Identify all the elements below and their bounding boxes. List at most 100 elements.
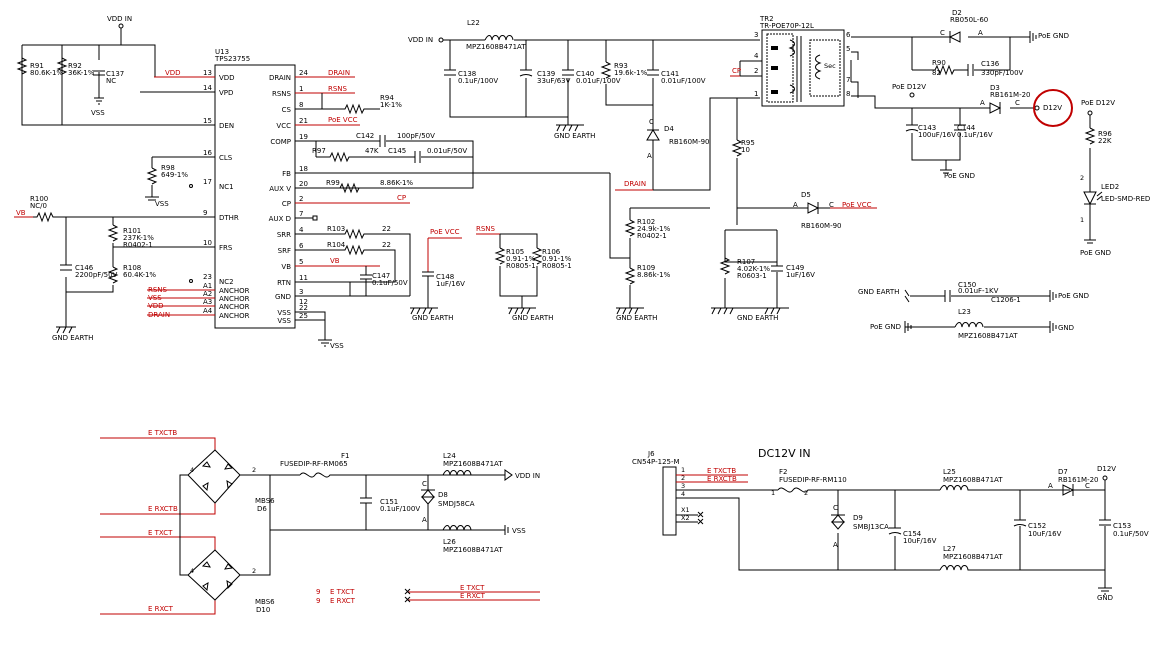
c150-capacitor[interactable]: C150 0.01uF-1KV C1206-1 — [958, 281, 1021, 304]
d9-tvs[interactable]: D9 SMBJ13CA C A — [830, 504, 889, 549]
c151-capacitor[interactable]: C151 0.1uF/100V — [380, 498, 420, 513]
led2-indicator[interactable]: LED2 LED-SMD-RED 2 1 — [1080, 174, 1150, 224]
c146-capacitor[interactable]: C146 2200pF/50V — [60, 264, 118, 279]
highlight-circle — [1033, 89, 1073, 127]
r91-resistor[interactable]: R91 80.6K-1% — [16, 57, 63, 77]
f2-fuse[interactable]: F2 FUSEDIP-RF-RM110 1 2 — [771, 468, 847, 497]
c144-val: 0.1uF/16V — [957, 131, 993, 139]
c139-capacitor[interactable]: C139 33uF/63V — [537, 70, 571, 85]
r109-resistor[interactable]: R109 8.86k-1% — [637, 264, 671, 279]
r107-resistor[interactable]: R107 4.02K-1% R0603-1 — [737, 258, 770, 280]
c147-val: 0.1uF/50V — [372, 279, 408, 287]
poe-gnd-l23: PoE GND — [870, 323, 901, 331]
f1-fuse[interactable]: F1 FUSEDIP-RF-RM065 — [280, 452, 349, 468]
r93-ref: R93 — [614, 62, 628, 70]
d9-val: SMBJ13CA — [853, 523, 889, 531]
r97-resistor[interactable]: R97 47K — [312, 147, 379, 155]
j6-connector[interactable]: J6 CN54P-125-M 1 2 3 4 X1 X2 — [632, 450, 690, 536]
c151-val: 0.1uF/100V — [380, 505, 420, 513]
c147-capacitor[interactable]: C147 0.1uF/50V — [372, 272, 408, 287]
l22-val: MPZ1608B471AT — [466, 43, 526, 51]
d3-ref: D3 — [990, 84, 1000, 92]
c154-capacitor[interactable]: C154 10uF/16V — [903, 530, 937, 545]
c137-capacitor[interactable]: C137 NC VSS — [91, 70, 124, 117]
u13-pin-num-21: 21 — [299, 117, 308, 125]
earth-c148: GND EARTH — [412, 314, 453, 322]
r103-resistor[interactable]: R103 22 — [327, 225, 391, 233]
r100-resistor[interactable]: R100 NC/0 — [30, 195, 48, 210]
u13-left-pins: 13VDD14VPD15DEN16CLS17NC19DTHR10FRS23NC2… — [147, 69, 250, 320]
d10-bridge-rectifier[interactable]: MBS6 D10 4 2 — [187, 549, 275, 614]
r94-resistor[interactable]: R94 1K-1% — [380, 94, 402, 109]
c150-val: 0.01uF-1KV — [958, 287, 999, 295]
l24-inductor[interactable]: L24 MPZ1608B471AT — [443, 452, 503, 468]
l25-ref: L25 — [943, 468, 956, 476]
tr2-pin5: 5 — [846, 45, 850, 53]
d6-val: MBS6 — [255, 497, 275, 505]
tr2-pin1: 1 — [754, 90, 758, 98]
anchor-net-label: DRAIN — [148, 311, 170, 319]
c140-capacitor[interactable]: C140 0.01uF/100V — [576, 70, 621, 85]
d6-pin2: 2 — [252, 466, 256, 474]
r104-resistor[interactable]: R104 22 — [327, 241, 391, 249]
r106-resistor[interactable]: R106 0.91-1% R0805-1 — [542, 248, 572, 270]
d7-diode[interactable]: D7 RB161M-20 A C — [1048, 468, 1099, 496]
u13-pin-num-A2: A2 — [203, 290, 212, 298]
l25-val: MPZ1608B471AT — [943, 476, 1003, 484]
r108-resistor[interactable]: R108 60.4K-1% — [107, 264, 156, 284]
pin9-a: 9 — [316, 588, 320, 596]
r98-vss: VSS — [155, 200, 169, 208]
d2-diode[interactable]: D2 RB050L-60 C A — [940, 9, 988, 43]
u13-pin-name-8: CS — [282, 106, 292, 114]
r105-resistor[interactable]: R105 0.91-1% R0805-1 — [506, 248, 536, 270]
u13-pin-name-A3: ANCHOR — [219, 303, 250, 311]
r99-resistor[interactable]: R99 8.86K-1% — [326, 179, 413, 187]
c149-capacitor[interactable]: C149 1uF/16V — [786, 264, 815, 279]
r93-resistor[interactable]: R93 19.6k-1% — [614, 62, 648, 77]
c145-capacitor[interactable]: C145 0.01uF/50V — [388, 147, 467, 155]
earth-r107: GND EARTH — [737, 314, 778, 322]
c153-capacitor[interactable]: C153 0.1uF/50V — [1113, 522, 1149, 538]
r98-ref: R98 — [161, 164, 175, 172]
l25-inductor[interactable]: L25 MPZ1608B471AT — [943, 468, 1003, 484]
d8-tvs[interactable]: D8 SMDJ58CA C A — [420, 480, 475, 524]
u13-controller-ic[interactable]: U13 TPS23755 — [214, 48, 296, 329]
r101-resistor[interactable]: R101 237K-1% R0402-1 — [107, 224, 154, 249]
l23-ref: L23 — [958, 308, 971, 316]
r95-ref: R95 — [741, 139, 755, 147]
c152-capacitor[interactable]: C152 10uF/16V — [1028, 522, 1062, 538]
u13-pin-num-25: 25 — [299, 312, 308, 320]
c141-capacitor[interactable]: C141 0.01uF/100V — [661, 70, 706, 85]
c145-ref: C145 — [388, 147, 406, 155]
r98-resistor[interactable]: R98 649-1% — [146, 164, 188, 185]
d2-a: A — [978, 29, 983, 37]
r90-resistor[interactable]: R90 82 — [932, 59, 946, 77]
r92-resistor[interactable]: R92 36K-1% — [56, 57, 95, 77]
c138-capacitor[interactable]: C138 0.1uF/100V — [458, 70, 498, 85]
r96-resistor[interactable]: R96 22K — [1098, 130, 1112, 145]
d3-diode[interactable]: D3 RB161M-20 A C — [980, 84, 1031, 114]
l22-inductor[interactable]: L22 MPZ1608B471AT — [466, 19, 526, 51]
r102-ref: R102 — [637, 218, 655, 226]
poe-gnd-top: PoE GND — [1038, 32, 1069, 40]
tr2-transformer[interactable]: TR2 TR-POE70P-12L Sec — [759, 15, 845, 107]
net-e-rxct-b: E RXCT — [330, 597, 356, 605]
l26-inductor[interactable]: L26 MPZ1608B471AT — [443, 538, 503, 554]
c143-capacitor[interactable]: C143 100uF/16V — [918, 124, 956, 139]
r108-ref: R108 — [123, 264, 141, 272]
l27-inductor[interactable]: L27 MPZ1608B471AT — [943, 545, 1003, 561]
c136-capacitor[interactable]: C136 330pF/100V — [981, 60, 1024, 77]
c142-capacitor[interactable]: C142 100pF/50V — [356, 132, 435, 140]
d4-diode[interactable]: C A D4 RB160M-90 — [646, 118, 710, 160]
c141-ref: C141 — [661, 70, 679, 78]
d5-diode[interactable]: D5 A C RB160M-90 — [793, 191, 842, 230]
j6-pin4: 4 — [681, 490, 685, 498]
r102-resistor[interactable]: R102 24.9k-1% R0402-1 — [637, 218, 671, 240]
c148-capacitor[interactable]: C148 1uF/16V — [436, 273, 465, 288]
rsns-res-net: RSNS — [476, 225, 496, 233]
r95-resistor[interactable]: R95 10 — [741, 139, 755, 154]
c144-capacitor[interactable]: C144 0.1uF/16V — [957, 124, 993, 139]
d6-bridge-rectifier[interactable]: MBS6 D6 4 2 — [187, 449, 275, 513]
l23-inductor[interactable]: L23 MPZ1608B471AT — [958, 308, 1018, 340]
anchor-net-label: RSNS — [148, 286, 168, 294]
